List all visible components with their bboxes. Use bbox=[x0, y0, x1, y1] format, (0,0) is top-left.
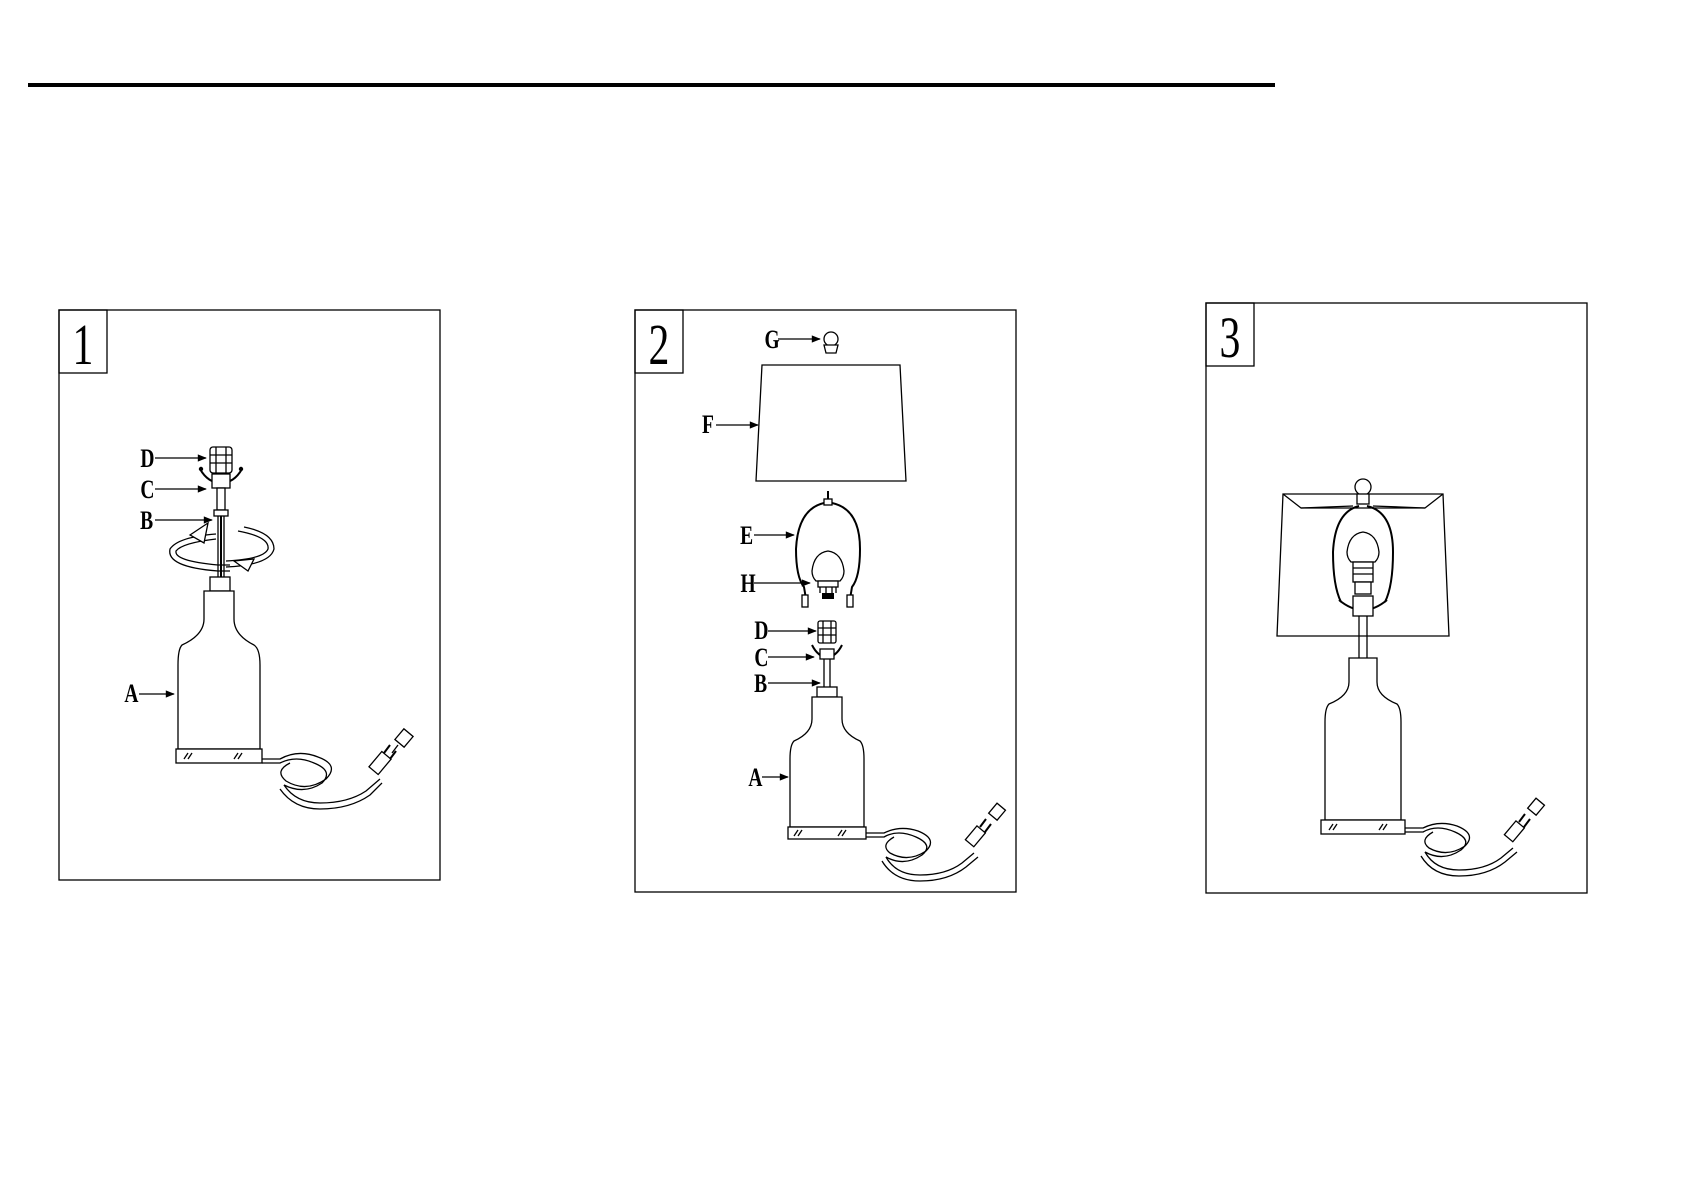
label-c: C bbox=[754, 643, 768, 671]
label-c: C bbox=[140, 475, 154, 503]
power-cord-plug-icon bbox=[1405, 798, 1544, 876]
harp-saddle-icon bbox=[812, 645, 842, 659]
label-h: H bbox=[741, 569, 756, 597]
step-1-panel: 1 bbox=[58, 309, 441, 881]
power-cord-plug-icon bbox=[262, 729, 413, 809]
label-b: B bbox=[140, 506, 153, 534]
lamp-base-body-icon bbox=[176, 577, 262, 763]
finial-icon bbox=[824, 332, 838, 353]
threaded-rod-icon bbox=[824, 659, 830, 687]
step-3-panel: 3 bbox=[1205, 302, 1588, 894]
label-e: E bbox=[740, 521, 753, 549]
step-2-number: 2 bbox=[649, 312, 670, 376]
label-b: B bbox=[754, 669, 767, 697]
step-1-number: 1 bbox=[73, 312, 94, 376]
harp-icon bbox=[796, 491, 860, 607]
label-g: G bbox=[765, 325, 780, 353]
lamp-base-body-icon bbox=[1321, 658, 1405, 834]
socket-icon bbox=[818, 621, 836, 643]
step-3-number: 3 bbox=[1220, 305, 1241, 369]
socket-icon bbox=[210, 447, 232, 473]
label-d: D bbox=[754, 616, 768, 644]
label-a: A bbox=[124, 679, 138, 707]
label-d: D bbox=[140, 444, 154, 472]
lamp-base-body-icon bbox=[788, 687, 866, 839]
power-cord-plug-icon bbox=[866, 803, 1005, 881]
label-f: F bbox=[702, 410, 714, 438]
step-1-frame bbox=[59, 310, 440, 880]
lampshade-icon bbox=[756, 365, 906, 481]
label-a: A bbox=[748, 763, 762, 791]
step-2-panel: 2 bbox=[634, 309, 1017, 893]
top-divider-rule bbox=[28, 83, 1275, 87]
light-bulb-icon bbox=[812, 551, 844, 599]
